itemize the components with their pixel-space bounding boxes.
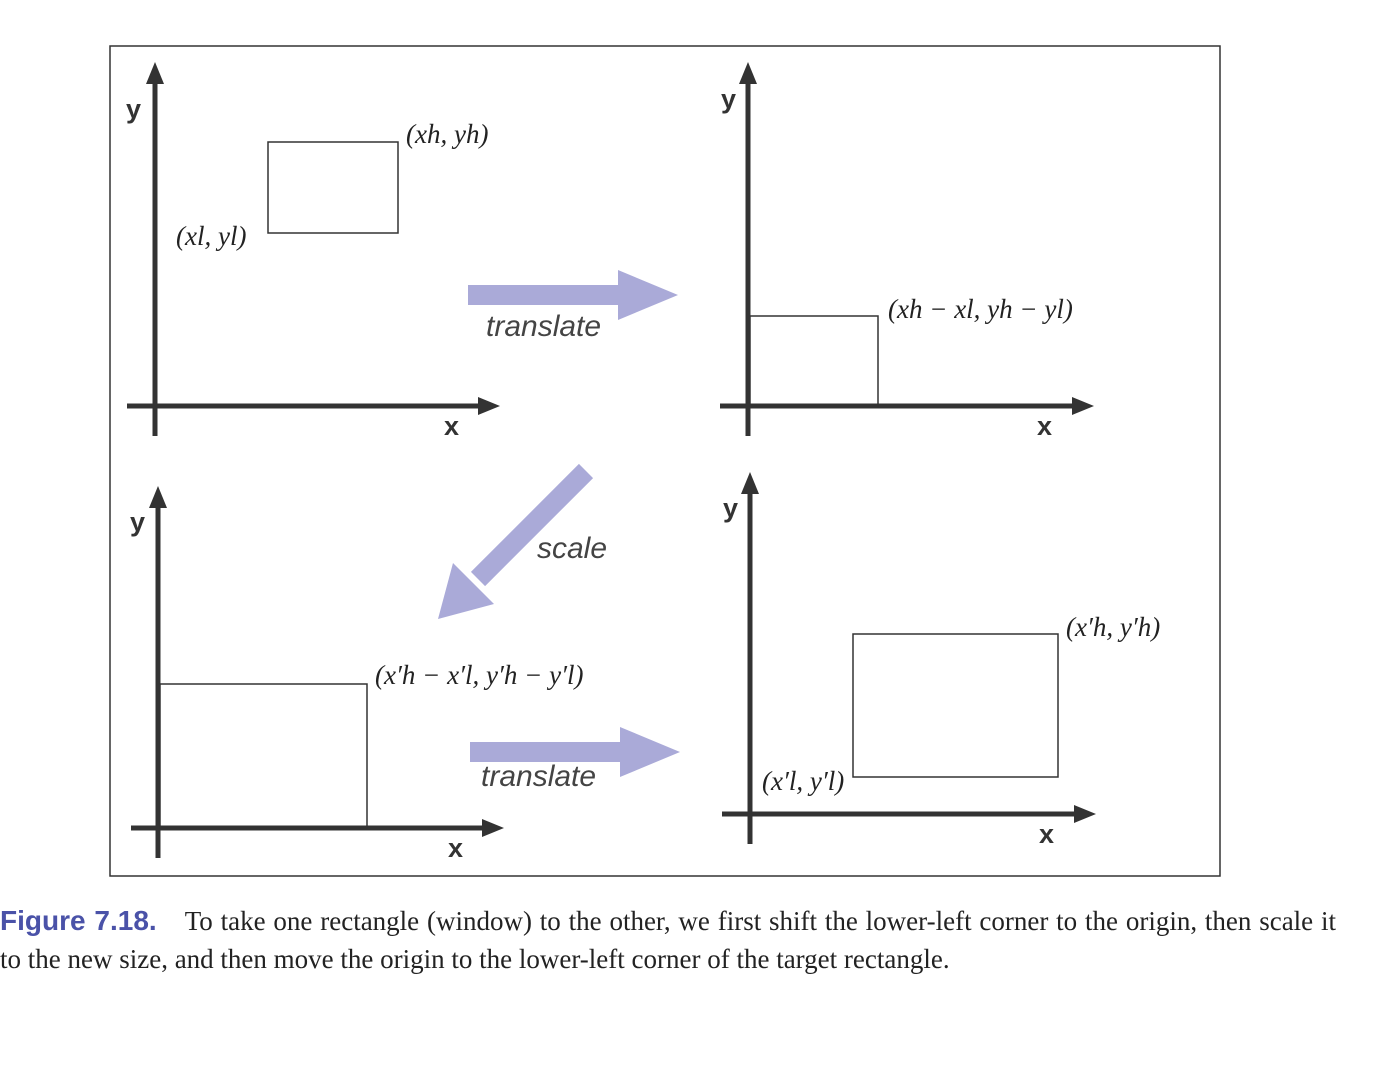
panel-top-left: y x (xh, yh) (xl, yl) (126, 62, 500, 441)
y-axis-label: y (130, 507, 145, 537)
x-axis-arrowhead (1074, 805, 1096, 823)
scale-arrow-head (438, 563, 494, 619)
y-axis-arrowhead (739, 62, 757, 84)
corner-label: (x′h − x′l, y′h − y′l) (375, 660, 584, 690)
x-axis-label: x (444, 411, 459, 441)
corner-label: (xh − xl, yh − yl) (888, 294, 1073, 324)
y-axis-label: y (721, 84, 736, 114)
figure-diagram: y x (xh, yh) (xl, yl) translate y x (xh … (109, 45, 1221, 877)
x-axis-label: x (1039, 819, 1054, 849)
translate-arrow-2-shaft (470, 742, 630, 762)
y-axis-label: y (126, 94, 141, 124)
lower-corner-label: (x′l, y′l) (762, 766, 844, 796)
translate-arrow-1: translate (468, 270, 678, 343)
translate-arrow-2-head (620, 727, 680, 777)
y-axis-arrowhead (741, 472, 759, 494)
panel-bottom-right: y x (x′h, y′h) (x′l, y′l) (722, 472, 1160, 849)
panel-bottom-left: y x (x′h − x′l, y′h − y′l) (130, 486, 584, 863)
translate-label-1: translate (486, 310, 601, 343)
translated-rectangle (749, 315, 879, 407)
upper-corner-label: (x′h, y′h) (1066, 612, 1160, 642)
translate-arrow-1-head (618, 270, 678, 320)
scale-label: scale (537, 532, 607, 565)
x-axis-label: x (1037, 411, 1052, 441)
target-rectangle (852, 633, 1059, 778)
figure-caption: Figure 7.18.To take one rectangle (windo… (0, 902, 1336, 978)
x-axis-arrowhead (478, 397, 500, 415)
lower-corner-label: (xl, yl) (176, 221, 246, 251)
translate-arrow-2: translate (470, 727, 680, 793)
scaled-rectangle (159, 683, 368, 829)
x-axis-arrowhead (482, 819, 504, 837)
x-axis-arrowhead (1072, 397, 1094, 415)
translate-arrow-1-shaft (468, 285, 628, 305)
y-axis-arrowhead (146, 62, 164, 84)
upper-corner-label: (xh, yh) (406, 119, 488, 149)
figure-frame (109, 45, 1221, 877)
caption-text: To take one rectangle (window) to the ot… (0, 906, 1336, 974)
window-rectangle (267, 141, 399, 234)
scale-arrow: scale (438, 463, 607, 619)
y-axis-label: y (723, 493, 738, 523)
translate-label-2: translate (481, 760, 596, 793)
caption-label: Figure 7.18. (0, 905, 157, 936)
panel-top-right: y x (xh − xl, yh − yl) (720, 62, 1094, 441)
y-axis-arrowhead (149, 486, 167, 508)
scale-arrow-shaft (470, 463, 594, 587)
x-axis-label: x (448, 833, 463, 863)
